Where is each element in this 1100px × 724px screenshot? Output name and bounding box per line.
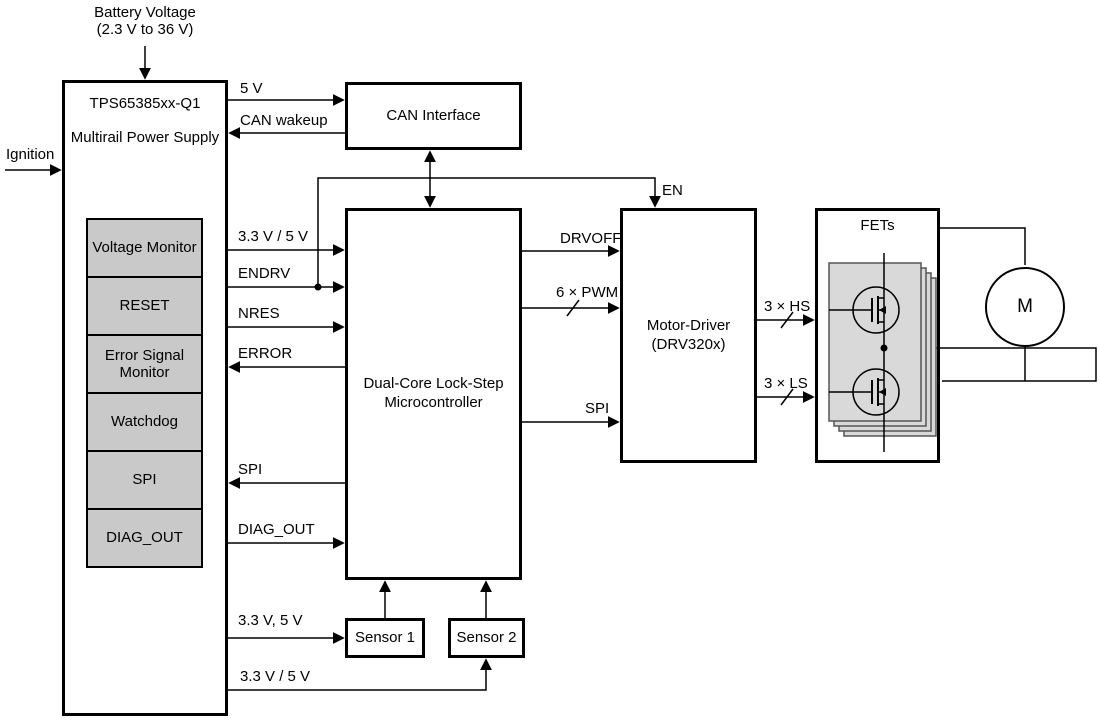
motor-label: M xyxy=(1017,296,1033,317)
ignition-label: Ignition xyxy=(6,146,55,163)
tps-subtitle: Multirail Power Supply xyxy=(70,129,220,146)
mcu-label-line1: Dual-Core Lock-Step xyxy=(363,375,504,393)
signal-label-3ls: 3 × LS xyxy=(764,375,808,392)
signal-label-pwm6: 6 × PWM xyxy=(556,284,619,301)
module-watchdog: Watchdog xyxy=(86,392,203,452)
module-diag-out: DIAG_OUT xyxy=(86,508,203,568)
motor-driver-label-line1: Motor-Driver xyxy=(646,316,731,334)
junction-dot-endrv xyxy=(314,283,322,291)
tps-power-supply-block: TPS65385xx-Q1 Multirail Power Supply Vol… xyxy=(62,80,228,716)
module-voltage-monitor: Voltage Monitor xyxy=(86,218,203,278)
mcu-label-line2: Microcontroller xyxy=(384,394,483,411)
signal-label-en: EN xyxy=(662,182,683,199)
signal-label-spi-pmic: SPI xyxy=(238,461,263,478)
fets-label: FETs xyxy=(860,217,895,234)
sensor2-block: Sensor 2 xyxy=(448,618,525,658)
wire-fets-motor-top xyxy=(940,227,1026,265)
can-interface-label: CAN Interface xyxy=(386,106,481,124)
sensor1-block: Sensor 1 xyxy=(345,618,425,658)
signal-label-nres: NRES xyxy=(238,305,280,322)
signal-label-diag-out: DIAG_OUT xyxy=(238,521,315,538)
fets-block: FETs xyxy=(815,208,940,463)
bus-slash-pwm xyxy=(566,299,580,317)
signal-label-can-wakeup: CAN wakeup xyxy=(240,112,328,129)
signal-label-error: ERROR xyxy=(238,345,293,362)
signal-label-sensor-rail: 3.3 V, 5 V xyxy=(238,612,303,629)
signal-label-5v: 5 V xyxy=(240,80,263,97)
signal-label-endrv: ENDRV xyxy=(238,265,291,282)
battery-voltage-line1: Battery Voltage xyxy=(94,4,196,21)
module-error-signal-monitor: Error Signal Monitor xyxy=(86,334,203,394)
module-spi: SPI xyxy=(86,450,203,510)
motor-circle: M xyxy=(985,267,1065,347)
module-reset: RESET xyxy=(86,276,203,336)
signal-label-rail-33-5: 3.3 V / 5 V xyxy=(238,228,309,245)
can-interface-block: CAN Interface xyxy=(345,82,522,150)
sensor1-label: Sensor 1 xyxy=(354,628,416,646)
signal-label-3hs: 3 × HS xyxy=(764,298,811,315)
motor-driver-block: Motor-Driver (DRV320x) xyxy=(620,208,757,463)
battery-voltage-label: Battery Voltage (2.3 V to 36 V) xyxy=(60,4,230,38)
tps-title: TPS65385xx-Q1 xyxy=(89,95,201,112)
sensor2-label: Sensor 2 xyxy=(456,628,517,646)
signal-label-spi-drv: SPI xyxy=(585,400,610,417)
signal-label-sensor2-rail: 3.3 V / 5 V xyxy=(240,668,311,685)
battery-voltage-line2: (2.3 V to 36 V) xyxy=(96,21,194,38)
signal-label-drvoff: DRVOFF xyxy=(560,230,622,247)
motor-driver-label-line2: (DRV320x) xyxy=(651,335,726,353)
mcu-block: Dual-Core Lock-Step Microcontroller xyxy=(345,208,522,580)
